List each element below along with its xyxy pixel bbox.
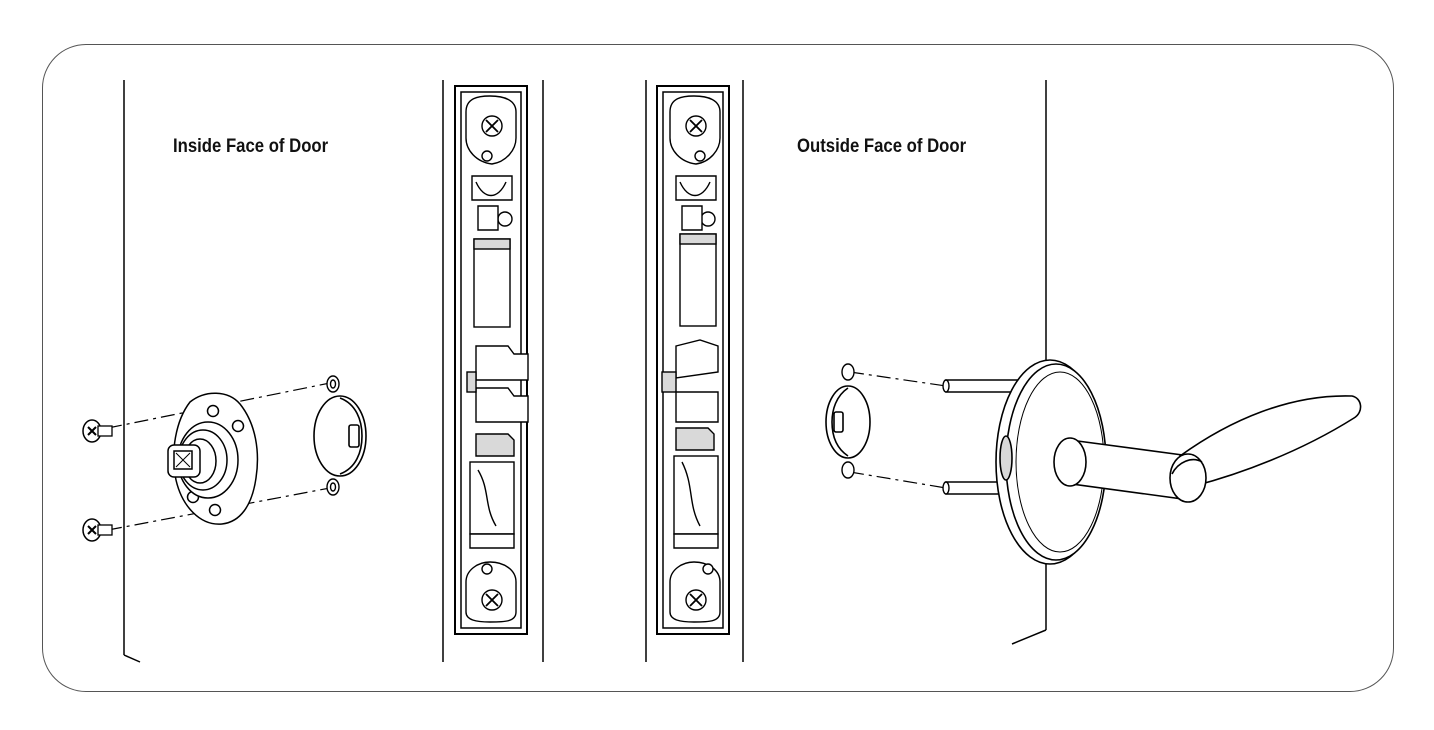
door-edge-right [645,80,744,662]
inside-face-label: Inside Face of Door [173,136,329,157]
mounting-plate [167,392,259,525]
lock-mechanism-right [661,95,721,623]
lock-mechanism-left [465,95,529,623]
washers [326,375,340,496]
door-edge-left [442,80,544,662]
lever-handle-assembly [995,359,1362,565]
inside-bore-hole [313,395,367,477]
inside-door [123,80,141,663]
outside-face-label: Outside Face of Door [797,136,967,157]
screw-top [82,419,113,443]
outside-guide-lines [849,371,947,489]
outside-screw-holes [841,363,855,479]
outside-bore-hole [825,385,871,459]
screw-bottom [82,518,113,542]
